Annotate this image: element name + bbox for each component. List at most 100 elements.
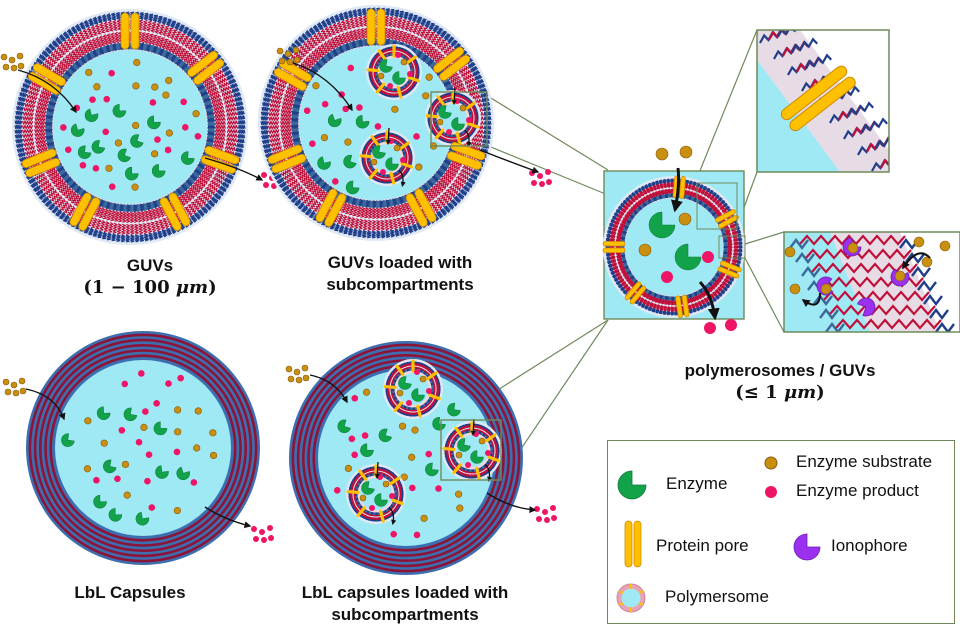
product-icon <box>380 169 386 175</box>
substrate-icon <box>173 506 181 515</box>
product-icon <box>377 474 383 480</box>
product-icon <box>536 516 542 522</box>
substrate-icon <box>276 47 284 55</box>
panel-size-guv: (1 − 100 μm) <box>83 277 217 298</box>
substrate-icon <box>362 388 371 396</box>
lipid-head <box>935 322 955 332</box>
product-icon <box>102 128 110 136</box>
product-icon <box>374 123 382 130</box>
enzyme-icon <box>176 466 190 481</box>
legend-label-substrate: Enzyme substrate <box>796 452 933 471</box>
product-icon <box>261 172 267 178</box>
substrate-icon <box>344 138 352 146</box>
product-icon <box>114 475 121 483</box>
substrate-icon <box>455 490 463 498</box>
substrate-icon <box>83 465 92 473</box>
polymersome <box>442 418 502 483</box>
enzyme-icon <box>327 113 342 128</box>
panel-size-small: (≤ 1 μm) <box>735 382 825 403</box>
substrate-icon <box>764 456 778 470</box>
substrate-icon <box>174 428 182 436</box>
enzyme-icon <box>181 151 195 165</box>
product-icon <box>351 451 358 459</box>
scene <box>0 5 960 575</box>
lipid-head <box>929 308 949 320</box>
substrate-icon <box>370 158 378 166</box>
zoom-frame <box>696 182 738 230</box>
protein-pore-icon <box>428 393 441 401</box>
zoom-frame <box>718 235 746 259</box>
product-icon <box>108 69 115 77</box>
enzyme-icon <box>153 421 168 436</box>
substrate-icon <box>209 451 218 460</box>
product-icon <box>465 462 471 468</box>
product-icon <box>537 173 543 179</box>
enzyme-icon <box>360 443 374 457</box>
protein-pore-icon <box>780 65 856 132</box>
protein-pore-icon <box>452 463 463 475</box>
enzyme-icon <box>345 180 360 195</box>
substrate-icon <box>194 407 202 415</box>
protein-pore-icon <box>475 466 481 480</box>
product-icon <box>79 161 87 169</box>
product-cluster <box>534 505 557 523</box>
protein-pore-icon <box>383 384 397 390</box>
product-icon <box>332 178 339 185</box>
influx-arrow <box>25 388 66 421</box>
protein-pore-icon <box>69 192 101 231</box>
product-icon <box>389 493 395 499</box>
lbl-loaded-panel <box>285 341 557 575</box>
product-icon <box>400 157 406 163</box>
product-icon <box>704 322 716 334</box>
influx-arrow <box>670 167 683 213</box>
product-icon <box>702 251 714 263</box>
protein-pore-icon <box>466 121 480 129</box>
protein-pore-icon <box>395 364 405 376</box>
enzyme-icon <box>617 470 647 500</box>
product-icon <box>194 132 202 140</box>
substrate-icon <box>459 104 467 112</box>
enzyme-icon <box>103 459 117 474</box>
small-vesicle-panel <box>602 145 746 334</box>
efflux-arrow <box>388 506 397 526</box>
substrate-icon <box>415 163 423 171</box>
substrate-icon <box>278 57 286 65</box>
protein-pore-icon <box>389 476 401 486</box>
legend: Enzyme Enzyme substrate Enzyme product P… <box>607 440 955 624</box>
substrate-icon <box>391 105 399 113</box>
enzyme-icon <box>378 428 392 443</box>
enzyme-icon <box>108 508 123 522</box>
substrate-icon <box>140 423 148 431</box>
legend-label-polymersome: Polymersome <box>665 587 769 606</box>
product-icon <box>387 83 393 89</box>
product-icon <box>108 183 116 190</box>
protein-pore-icon <box>389 171 396 185</box>
substrate-icon <box>10 64 18 72</box>
enzyme-icon <box>155 465 169 479</box>
protein-pore-icon <box>442 446 456 452</box>
product-icon <box>551 515 557 521</box>
protein-pore-icon <box>21 148 61 178</box>
lipid-chain <box>847 101 875 118</box>
protein-pore-icon <box>407 75 421 83</box>
substrate-icon <box>847 242 859 254</box>
substrate-cluster <box>2 377 27 397</box>
enzyme-icon <box>355 115 370 129</box>
substrate-icon <box>19 387 27 395</box>
product-icon <box>165 380 172 387</box>
substrate-icon <box>789 283 801 295</box>
legend-icons <box>616 456 821 613</box>
product-icon <box>148 504 156 511</box>
product-icon <box>466 117 472 123</box>
enzyme-icon <box>379 59 393 73</box>
substrate-icon <box>292 46 300 54</box>
polymersome <box>383 359 443 419</box>
enzyme-icon <box>411 388 425 402</box>
substrate-icon <box>18 377 26 385</box>
zoom-frame <box>430 91 488 147</box>
enzyme-icon <box>470 450 484 464</box>
substrate-icon <box>312 82 320 90</box>
substrate-icon <box>939 240 951 252</box>
substrate-icon <box>377 72 385 80</box>
